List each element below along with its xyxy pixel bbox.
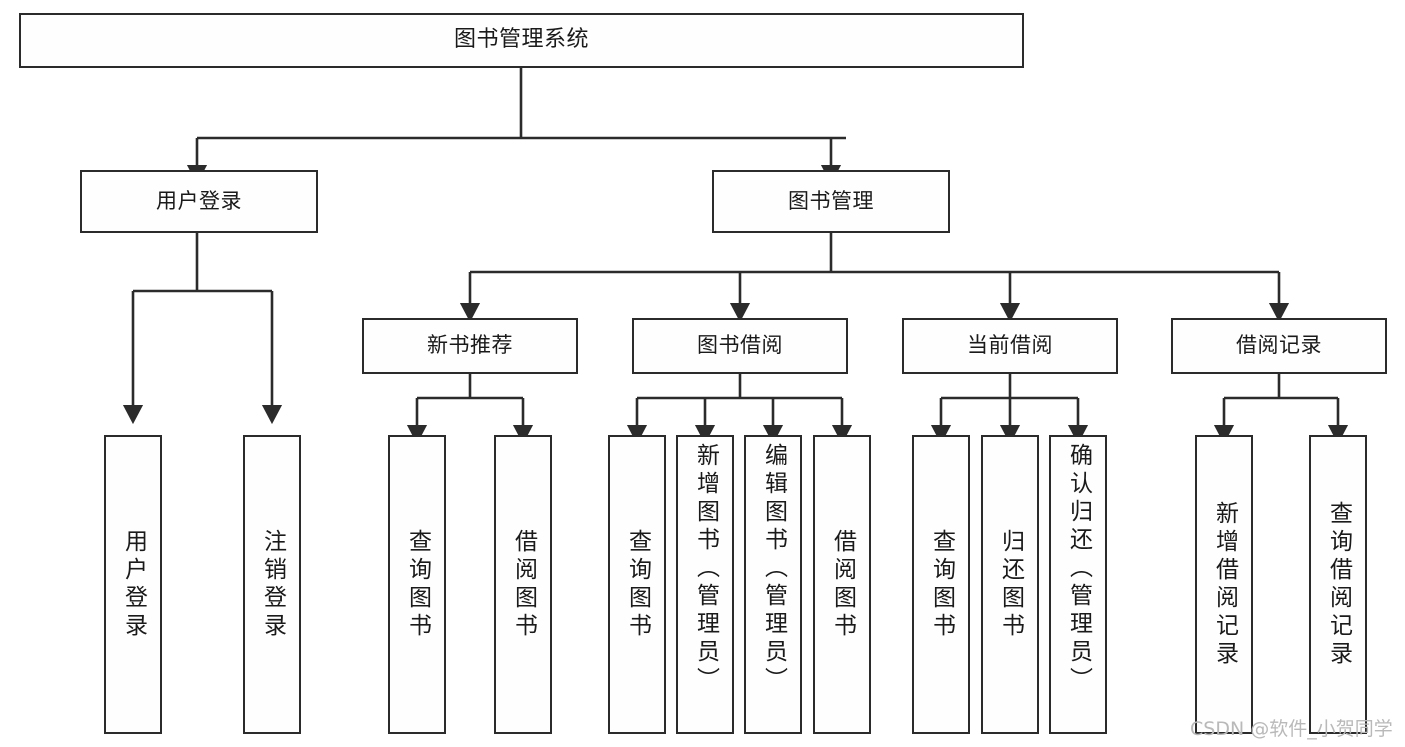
node-label: 借阅记录 [1236,333,1322,358]
node-label: 编辑图书（管理员） [760,443,787,695]
csdn-watermark: CSDN @软件_小贺同学 [1190,718,1393,740]
node-label: 用户登录 [120,528,147,641]
node-label: 借阅图书 [829,528,856,641]
leaf-borrow-book-recommend[interactable]: 借阅图书 [494,435,552,734]
node-label: 借阅图书 [510,528,537,641]
leaf-user-logout[interactable]: 注销登录 [243,435,301,734]
node-label: 注销登录 [259,528,286,641]
leaf-add-borrow-record[interactable]: 新增借阅记录 [1195,435,1253,734]
leaf-query-book-borrow[interactable]: 查询图书 [608,435,666,734]
node-label: 确认归还（管理员） [1065,443,1092,695]
node-label: 新增借阅记录 [1211,500,1238,669]
node-book-management[interactable]: 图书管理 [712,170,950,233]
node-label: 新增图书（管理员） [692,443,719,695]
leaf-query-book-current[interactable]: 查询图书 [912,435,970,734]
node-borrow-record[interactable]: 借阅记录 [1171,318,1387,374]
node-root-book-management-system[interactable]: 图书管理系统 [19,13,1024,68]
node-label: 查询图书 [404,528,431,641]
node-label: 归还图书 [997,528,1024,641]
leaf-add-book-admin[interactable]: 新增图书（管理员） [676,435,734,734]
node-label: 图书管理系统 [453,27,589,53]
leaf-query-book-recommend[interactable]: 查询图书 [388,435,446,734]
leaf-user-login[interactable]: 用户登录 [104,435,162,734]
leaf-return-book[interactable]: 归还图书 [981,435,1039,734]
node-new-book-recommend[interactable]: 新书推荐 [362,318,578,374]
node-label: 用户登录 [156,188,242,213]
node-label: 图书管理 [788,188,874,213]
leaf-edit-book-admin[interactable]: 编辑图书（管理员） [744,435,802,734]
node-label: 查询图书 [624,528,651,641]
node-book-borrow[interactable]: 图书借阅 [632,318,848,374]
node-label: 图书借阅 [697,333,783,358]
node-label: 新书推荐 [427,333,513,358]
node-current-borrow[interactable]: 当前借阅 [902,318,1118,374]
node-user-login[interactable]: 用户登录 [80,170,318,233]
leaf-query-borrow-record[interactable]: 查询借阅记录 [1309,435,1367,734]
leaf-borrow-book-borrow[interactable]: 借阅图书 [813,435,871,734]
node-label: 当前借阅 [967,333,1053,358]
node-label: 查询借阅记录 [1325,500,1352,669]
leaf-confirm-return-admin[interactable]: 确认归还（管理员） [1049,435,1107,734]
node-label: 查询图书 [928,528,955,641]
